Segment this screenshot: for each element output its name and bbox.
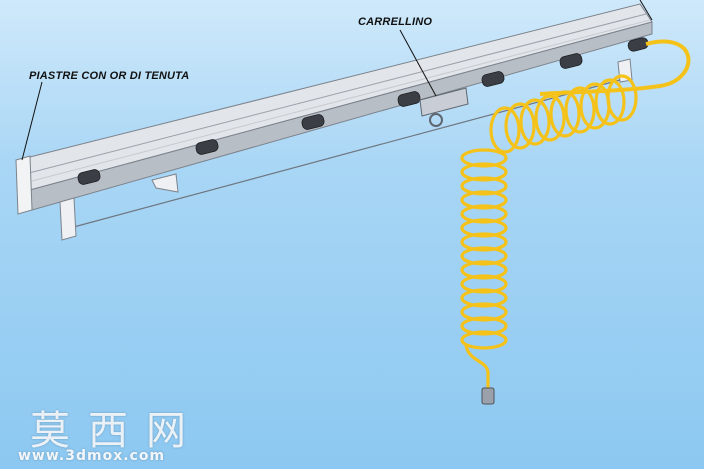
watermark-url: www.3dmox.com — [18, 448, 166, 464]
aluminium-rail — [15, 3, 653, 215]
valve-nipple — [397, 91, 421, 107]
hose-coil-vertical — [460, 148, 508, 350]
valve-nipple — [77, 169, 101, 185]
label-piastre: PIASTRE CON OR DI TENUTA — [29, 70, 190, 82]
rail-brackets — [59, 58, 633, 241]
leader-line-carrellino — [399, 29, 437, 97]
valve-nipple — [559, 53, 583, 69]
leader-line-piastre — [21, 81, 43, 161]
hose-tail — [464, 345, 490, 388]
leader-line-top — [639, 0, 653, 21]
valve-nipple — [301, 114, 325, 130]
valve-nipple — [195, 139, 219, 155]
label-carrellino: CARRELLINO — [358, 16, 433, 28]
watermark-chinese: 莫西网 — [30, 408, 204, 454]
hose-coil-horizontal — [489, 74, 638, 154]
hose-end-fitting — [481, 387, 495, 405]
bracket-left — [59, 197, 77, 241]
bracket-mid — [151, 173, 179, 193]
valve-nipple — [481, 71, 505, 87]
carriage — [419, 87, 469, 127]
